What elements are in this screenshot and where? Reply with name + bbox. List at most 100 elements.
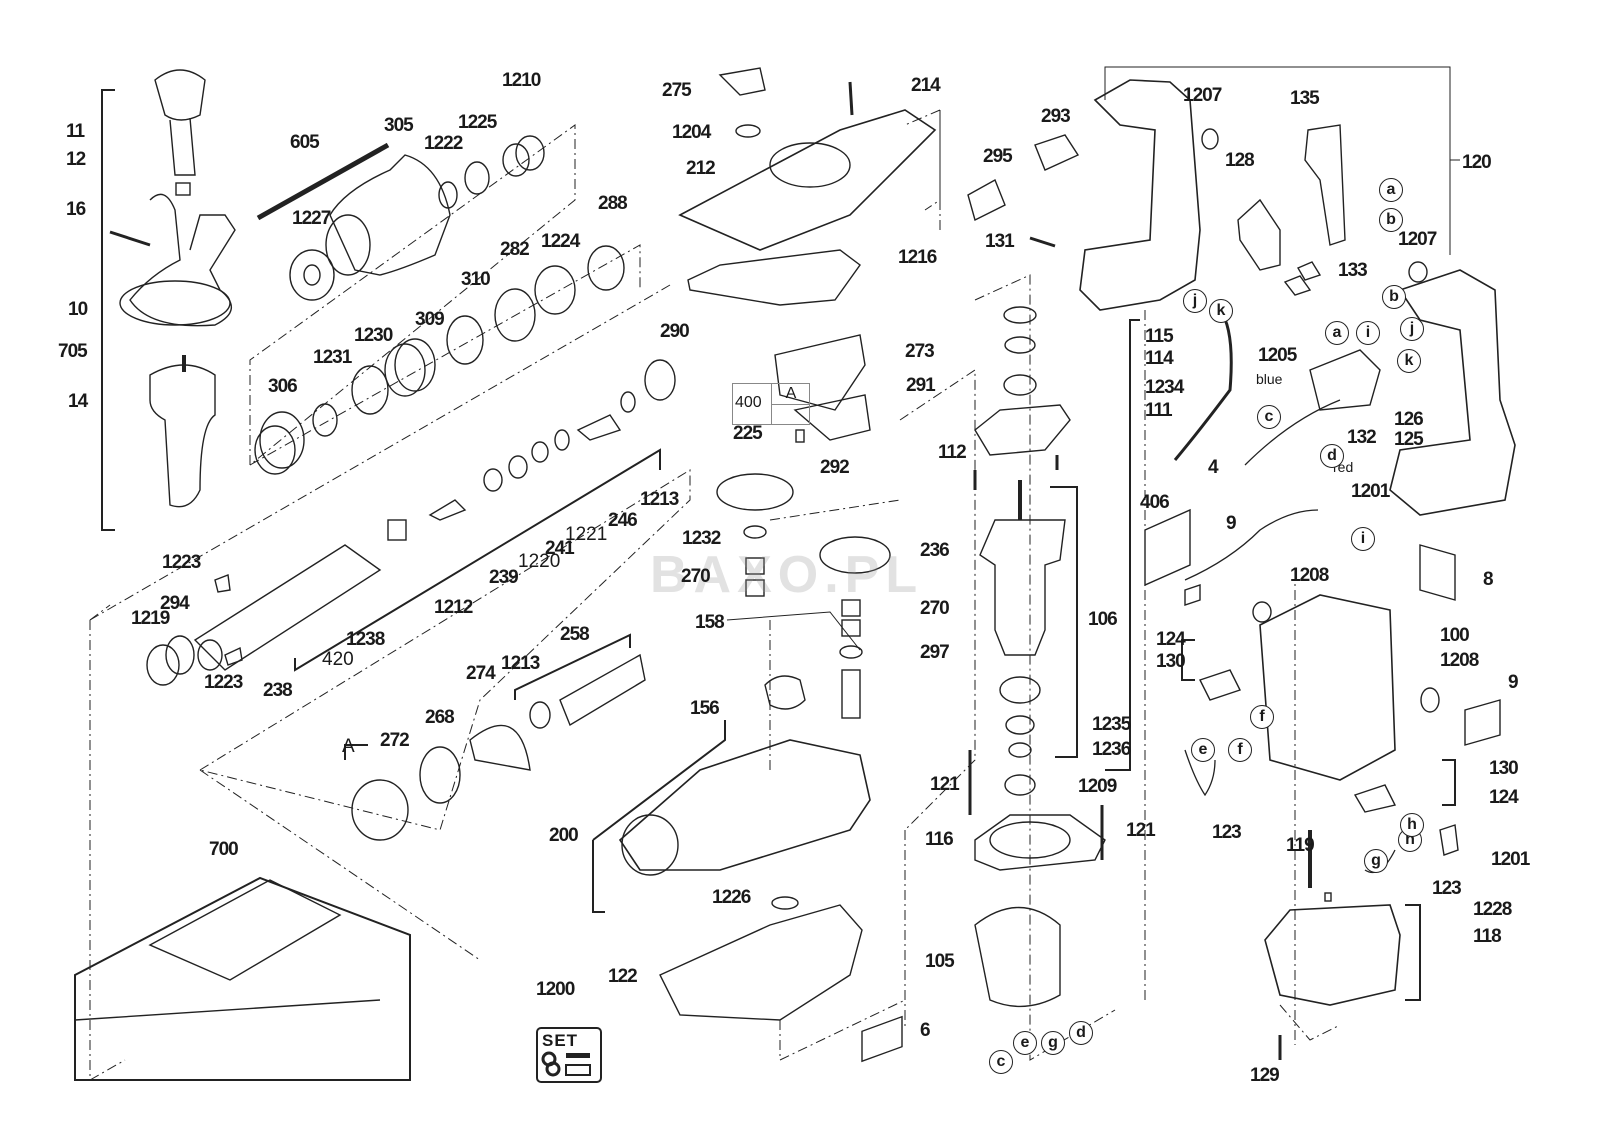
part-label: 246 (608, 510, 638, 531)
connector-letter: d (1069, 1021, 1093, 1045)
part-16-bolt (109, 230, 151, 247)
part-1232 (743, 525, 767, 539)
part-label: 126 (1394, 409, 1424, 430)
part-label: 238 (263, 680, 293, 701)
part-1204 (735, 124, 761, 138)
part-156 (764, 675, 806, 710)
connector-letter: g (1364, 849, 1388, 873)
part-14-grip (149, 364, 216, 508)
part-label: 292 (820, 457, 850, 478)
part-label: 1230 (354, 325, 393, 346)
part-label: 700 (209, 839, 239, 860)
part-label: 11 (66, 121, 85, 142)
part-label: 121 (1126, 820, 1156, 841)
connector-letter: f (1228, 738, 1252, 762)
part-605-rod (256, 142, 390, 221)
part-label: 225 (733, 423, 763, 444)
part-label: 291 (906, 375, 936, 396)
part-label: 275 (662, 80, 692, 101)
part-label: 306 (268, 376, 298, 397)
part-106-armature (979, 519, 1066, 656)
part-4-cable (1173, 309, 1233, 461)
part-200-housing (618, 739, 871, 871)
part-label: 605 (290, 132, 320, 153)
part-label: 1207 (1183, 85, 1222, 106)
part-label: 268 (425, 707, 455, 728)
part-291-plate (793, 394, 871, 441)
connector-letter: h (1400, 813, 1424, 837)
part-10-handle-base (129, 193, 236, 327)
part-label: 130 (1489, 758, 1519, 779)
part-label: 282 (500, 239, 530, 260)
part-1208-a (1252, 601, 1272, 623)
connector-letter: e (1013, 1031, 1037, 1055)
part-246 (576, 414, 622, 441)
part-label: 132 (1347, 427, 1377, 448)
part-label: 420 (322, 649, 354, 670)
part-label: 129 (1250, 1065, 1280, 1086)
part-label: 1205 (1258, 345, 1297, 366)
part-214-screw (848, 81, 854, 116)
part-label: 1213 (501, 653, 540, 674)
part-131-screw (1029, 236, 1056, 248)
part-1236 (1008, 742, 1032, 758)
part-label: 158 (695, 612, 725, 633)
connector-letter: j (1183, 289, 1207, 313)
part-label: 236 (920, 540, 950, 561)
part-292-screw (795, 429, 805, 443)
part-118-cap (1264, 904, 1401, 1006)
part-label: 1226 (712, 887, 751, 908)
part-122-housing (659, 904, 863, 1021)
part-114 (1004, 336, 1036, 354)
bracket-420 (294, 448, 661, 672)
connector-letter: c (1257, 405, 1281, 429)
part-label: 119 (1286, 835, 1315, 856)
part-label: 122 (608, 966, 638, 987)
part-label: 1221 (565, 524, 608, 545)
part-130-brush-a (1199, 669, 1241, 701)
part-label: 111 (1145, 400, 1173, 421)
part-1207-a (1201, 128, 1219, 150)
part-label: 200 (549, 825, 579, 846)
part-111 (974, 404, 1071, 456)
part-label: 1236 (1092, 739, 1131, 760)
reference-letter: A (771, 384, 810, 405)
part-label: 1216 (898, 247, 937, 268)
part-label: 6 (920, 1020, 931, 1041)
part-236-gear (819, 536, 891, 574)
connector-letter: i (1351, 527, 1375, 551)
part-label: 1234 (1145, 377, 1184, 398)
part-label: 288 (598, 193, 628, 214)
part-label: 270 (681, 566, 711, 587)
part-label: 100 (1440, 625, 1470, 646)
part-270-b1 (841, 599, 861, 617)
part-100-housing (1259, 594, 1396, 781)
part-label: 128 (1225, 150, 1255, 171)
part-270-a2 (745, 579, 765, 597)
part-1208-b (1420, 687, 1440, 713)
part-label: 133 (1338, 260, 1368, 281)
part-label: 135 (1290, 88, 1320, 109)
bracket-106 (1050, 486, 1078, 758)
part-label: 125 (1394, 429, 1424, 450)
part-label: 273 (905, 341, 935, 362)
set-icon: SET (536, 1027, 602, 1083)
part-label: 10 (68, 299, 88, 320)
part-label: 1219 (131, 608, 170, 629)
part-label: 114 (1145, 348, 1174, 369)
part-9-label-b (1464, 699, 1501, 746)
wire-color-blue: blue (1256, 371, 1283, 387)
part-290 (644, 359, 676, 401)
part-label: 1235 (1092, 714, 1131, 735)
part-label: 258 (560, 624, 590, 645)
connector-letter: g (1041, 1031, 1065, 1055)
part-label: 16 (66, 199, 86, 220)
part-label: 105 (925, 951, 955, 972)
connector-letter: k (1397, 349, 1421, 373)
part-105-stator (974, 906, 1061, 1008)
part-label: 295 (983, 146, 1013, 167)
part-label: 406 (1140, 492, 1170, 513)
part-297 (839, 645, 863, 659)
part-1216-gasket (687, 249, 861, 306)
part-11-clamp (154, 69, 206, 121)
